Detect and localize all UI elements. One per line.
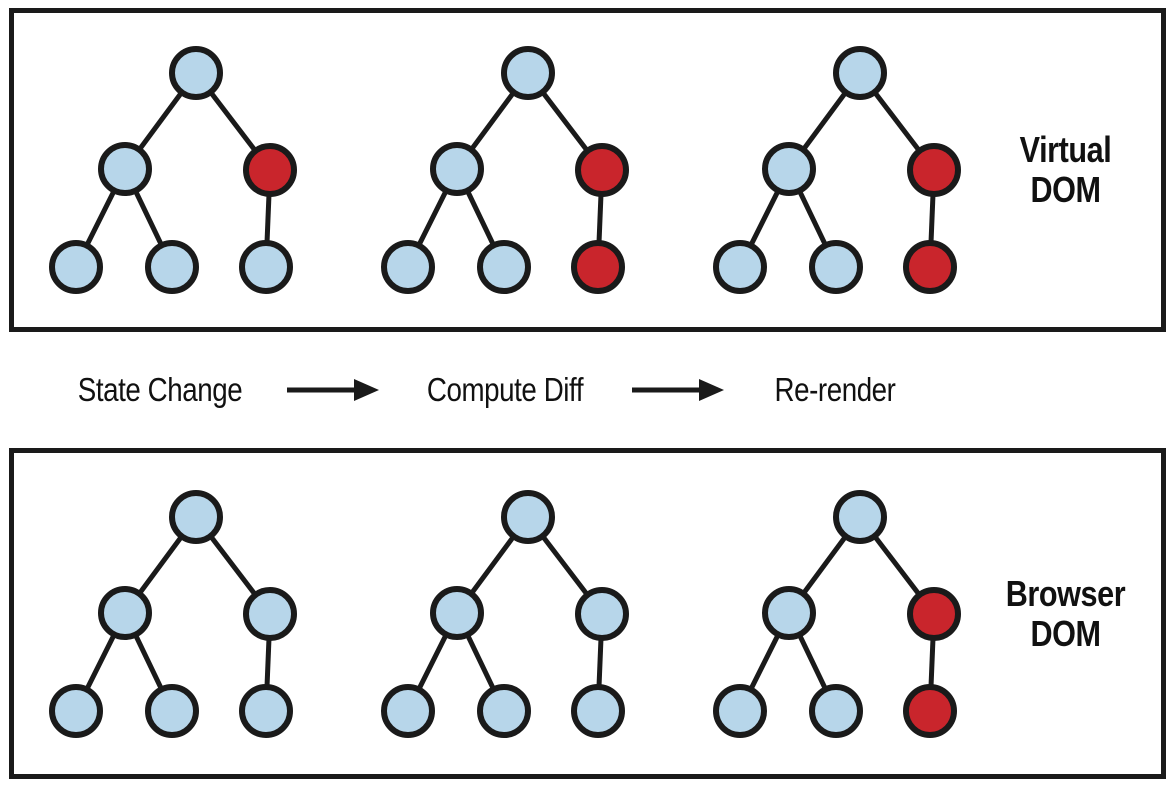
- arrow-right-icon: [287, 379, 379, 401]
- virtual-dom-label-line-1: Virtual: [1019, 129, 1112, 170]
- tree-node-blue: [833, 489, 887, 544]
- tree-node-blue: [762, 142, 816, 196]
- tree-node-blue: [477, 683, 531, 738]
- browser-dom-label-line-1: Browser: [1005, 572, 1126, 614]
- tree-node-blue: [833, 46, 887, 100]
- tree-node-blue: [430, 585, 484, 640]
- tree-node-blue: [477, 240, 531, 294]
- tree-node-blue: [98, 142, 152, 196]
- tree-node-blue: [98, 585, 152, 640]
- tree-node-red: [907, 143, 961, 197]
- tree-node-blue: [501, 489, 555, 544]
- tree-node-blue: [49, 683, 103, 738]
- tree-node-blue: [243, 586, 297, 641]
- virtual-dom-tree-1: [49, 46, 297, 294]
- tree-node-blue: [145, 683, 199, 738]
- tree-node-red: [575, 143, 629, 197]
- tree-node-red: [571, 240, 625, 294]
- tree-node-red: [903, 240, 957, 294]
- arrow-right-icon: [632, 379, 724, 401]
- tree-node-red: [243, 143, 297, 197]
- virtual-dom-tree-3: [713, 46, 961, 294]
- tree-node-blue: [381, 240, 435, 294]
- tree-node-blue: [809, 683, 863, 738]
- browser-dom-label: Browser DOM: [984, 572, 1146, 654]
- browser-dom-tree-1: [49, 489, 297, 738]
- tree-node-blue: [501, 46, 555, 100]
- process-row: State Change Compute Diff Re-render: [0, 332, 1173, 448]
- browser-dom-label-line-2: DOM: [1030, 612, 1101, 654]
- tree-node-blue: [762, 585, 816, 640]
- process-step-re-render: Re-render: [774, 371, 896, 408]
- tree-node-blue: [145, 240, 199, 294]
- tree-node-blue: [571, 683, 625, 738]
- process-step-compute-diff: Compute Diff: [426, 371, 584, 408]
- virtual-dom-tree-2: [381, 46, 629, 294]
- process-step-state-change: State Change: [77, 371, 243, 408]
- tree-node-blue: [169, 46, 223, 100]
- tree-node-blue: [713, 683, 767, 738]
- virtual-dom-panel: Virtual DOM: [9, 8, 1166, 332]
- tree-node-blue: [239, 683, 293, 738]
- tree-node-blue: [49, 240, 103, 294]
- tree-node-blue: [239, 240, 293, 294]
- browser-dom-tree-3: [713, 489, 961, 738]
- browser-dom-tree-2: [381, 489, 629, 738]
- tree-node-blue: [381, 683, 435, 738]
- tree-node-blue: [575, 586, 629, 641]
- virtual-dom-tree-row: [14, 40, 970, 300]
- browser-dom-panel: Browser DOM: [9, 448, 1166, 779]
- virtual-dom-label-line-2: DOM: [1030, 169, 1101, 210]
- tree-node-blue: [809, 240, 863, 294]
- tree-node-blue: [430, 142, 484, 196]
- tree-node-blue: [713, 240, 767, 294]
- virtual-dom-label: Virtual DOM: [984, 130, 1146, 210]
- browser-dom-tree-row: [14, 484, 970, 744]
- tree-node-red: [907, 586, 961, 641]
- tree-node-red: [903, 683, 957, 738]
- tree-node-blue: [169, 489, 223, 544]
